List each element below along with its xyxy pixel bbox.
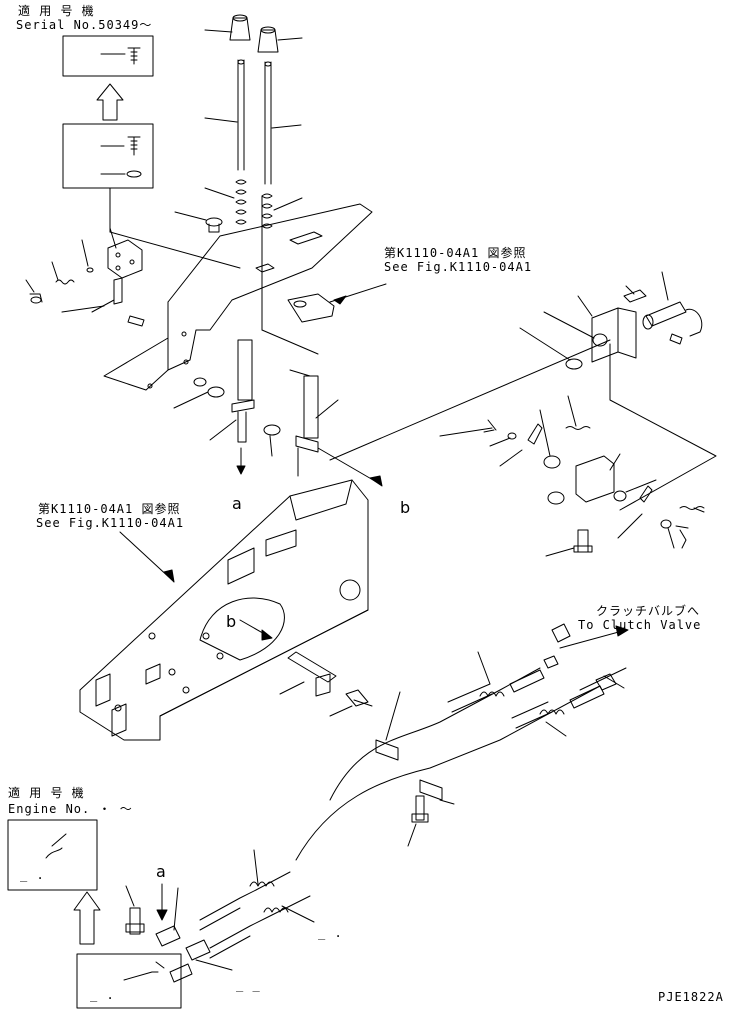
fig-ref-upper-en: See Fig.K1110-04A1 [384, 260, 533, 274]
bottom-inset [76, 953, 193, 1009]
pin-knob [174, 211, 223, 233]
engine-inset [7, 819, 98, 891]
cable-ends-lower [155, 849, 315, 971]
main-frame [79, 479, 369, 741]
pin-dowel [127, 315, 145, 327]
link-bracket [287, 283, 387, 323]
arrow-to-clutch [559, 625, 629, 649]
pin-short [91, 277, 123, 313]
cable-mid-text: _ . [318, 926, 343, 940]
fig-ref-lower-jp: 第K1110-04A1 図参照 [38, 502, 181, 516]
serial-inset-top [62, 35, 154, 77]
bracket-block [107, 227, 143, 279]
serial-note-en: Serial No.50349～ [16, 18, 153, 32]
cable-lower [295, 667, 627, 861]
leader-line [261, 329, 319, 355]
switch-bracket-top [519, 285, 647, 370]
cable-clamps [375, 691, 455, 847]
engine-inset-text: _ . [20, 868, 45, 882]
callout-a-lower: a [156, 862, 166, 881]
callout-a-upper: a [232, 494, 242, 513]
clutch-note-jp: クラッチバルブへ [596, 604, 701, 618]
leader-line [109, 231, 241, 269]
up-arrow-serial [96, 83, 124, 121]
callout-b-right: b [400, 498, 411, 517]
spring-right [261, 193, 303, 229]
up-arrow-engine [73, 891, 101, 945]
leader-line [329, 339, 611, 461]
detent-parts [25, 239, 94, 304]
lever-rod-left [204, 59, 245, 171]
drawing-code: PJE1822A [658, 990, 724, 1004]
arrow-a-lower [156, 883, 168, 921]
serial-inset-bottom [62, 123, 154, 189]
lever-rod-right [264, 61, 302, 185]
bolt-lower [329, 689, 373, 717]
switch-bracket-mid [439, 395, 705, 549]
bushings [173, 377, 281, 457]
engine-note-jp: 適 用 号 機 [8, 786, 85, 800]
bracket-plate-lower [279, 651, 337, 697]
engine-note-en: Engine No. ・ ～ [8, 802, 133, 816]
callout-b-frame: b [226, 612, 237, 631]
serial-note-jp: 適 用 号 機 [18, 4, 95, 18]
cable-upper [329, 623, 571, 801]
leader-line [609, 343, 717, 511]
lever-knob-left [204, 14, 251, 41]
fig-ref-lower-en: See Fig.K1110-04A1 [36, 516, 185, 530]
bracket-plate [61, 203, 373, 391]
spring-left [204, 179, 247, 225]
fig-ref-upper-jp: 第K1110-04A1 図参照 [384, 246, 527, 260]
bolt-switch [545, 529, 593, 557]
shift-arm-right [289, 369, 383, 487]
lever-knob-right [257, 26, 303, 53]
clutch-note-en: To Clutch Valve [578, 618, 702, 632]
bottom-inset-text: _ . [90, 988, 115, 1002]
shift-arm-left [209, 339, 255, 475]
cable-low-text: _ _ [236, 978, 261, 992]
solenoid [642, 271, 703, 345]
bolt-cable [125, 885, 145, 935]
